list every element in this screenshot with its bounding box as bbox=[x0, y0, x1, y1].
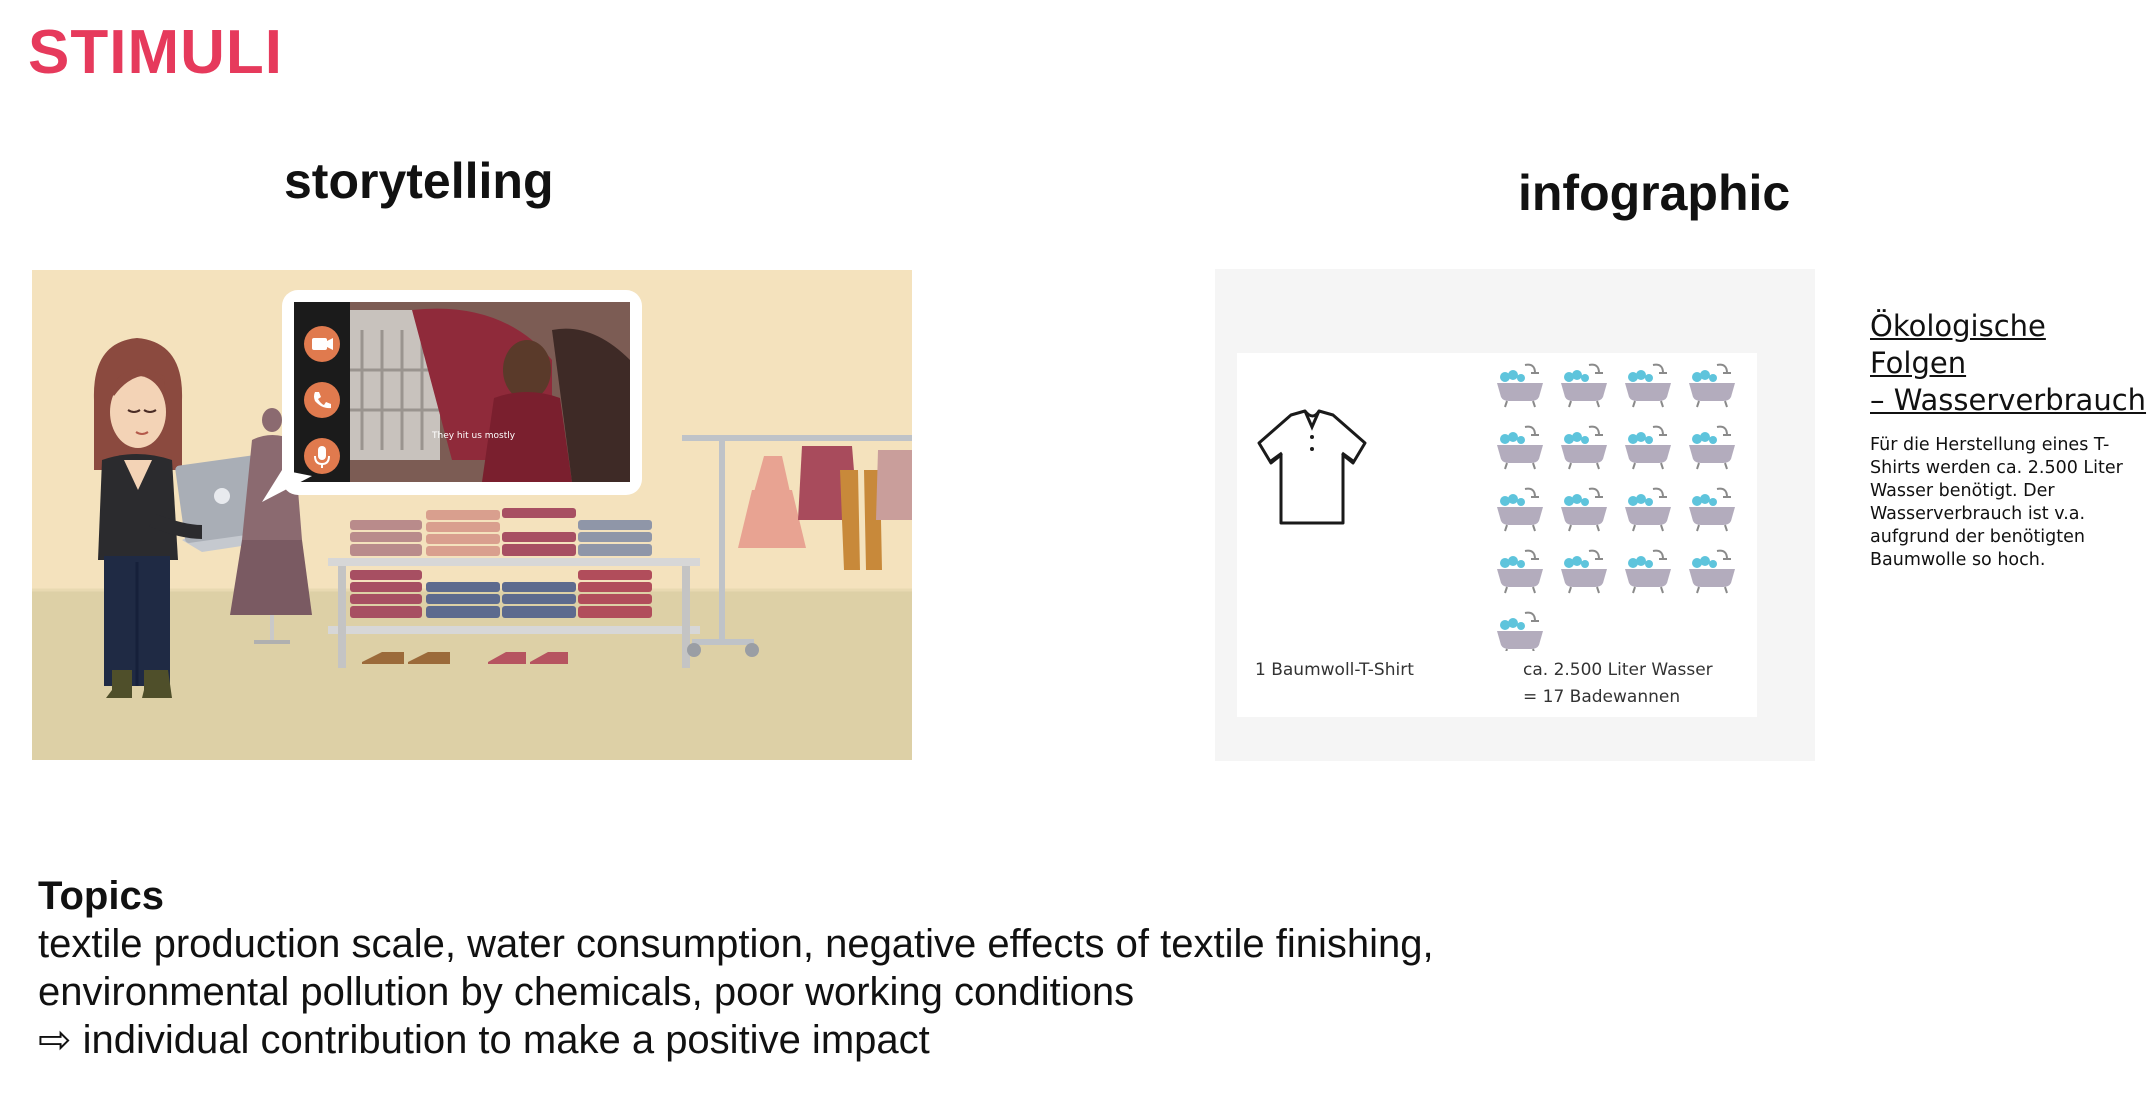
side-heading: Ökologische Folgen – Wasserverbrauch bbox=[1870, 308, 2150, 419]
water-caption-line2: = 17 Badewannen bbox=[1523, 687, 1681, 707]
bathtub-icon bbox=[1497, 425, 1543, 470]
video-call-button[interactable] bbox=[304, 326, 340, 362]
t-shirt-icon bbox=[1257, 409, 1367, 525]
bathtub-icon bbox=[1497, 363, 1543, 408]
side-text-line: Wasser benötigt. Der bbox=[1870, 481, 2055, 501]
side-heading-line2: – Wasserverbrauch bbox=[1870, 383, 2147, 417]
bathtub-icon bbox=[1689, 549, 1735, 594]
storytelling-illustration: They hit us mostly bbox=[32, 270, 912, 760]
topics-line3: ⇨ individual contribution to make a posi… bbox=[38, 1018, 930, 1062]
infographic-label: infographic bbox=[1518, 165, 1791, 221]
clothing-rack bbox=[682, 435, 912, 657]
bathtub-icon bbox=[1625, 363, 1671, 408]
bathtub-grid bbox=[1497, 363, 1735, 651]
infographic-panel: 1 Baumwoll-T-Shirt ca. 2.500 Liter Wasse… bbox=[1215, 269, 1815, 761]
microphone-icon bbox=[314, 446, 330, 468]
shirt-caption: 1 Baumwoll-T-Shirt bbox=[1255, 660, 1414, 680]
side-text-line: Für die Herstellung eines T- bbox=[1870, 435, 2110, 455]
storytelling-label: storytelling bbox=[284, 153, 554, 209]
phone-icon bbox=[314, 392, 331, 409]
topics-line2: environmental pollution by chemicals, po… bbox=[38, 970, 1135, 1014]
page-title: STIMULI bbox=[28, 18, 283, 87]
bathtub-icon bbox=[1561, 549, 1607, 594]
bathtub-icon bbox=[1497, 611, 1543, 651]
water-caption-line1: ca. 2.500 Liter Wasser bbox=[1523, 660, 1713, 680]
bathtub-icon bbox=[1497, 549, 1543, 594]
side-text-line: Baumwolle so hoch. bbox=[1870, 550, 2046, 570]
bathtub-icon bbox=[1689, 487, 1735, 532]
display-table bbox=[328, 508, 700, 668]
side-text-line: aufgrund der benötigten bbox=[1870, 527, 2085, 547]
bathtub-icon bbox=[1497, 487, 1543, 532]
infographic-card: 1 Baumwoll-T-Shirt ca. 2.500 Liter Wasse… bbox=[1237, 353, 1757, 717]
bathtub-icon bbox=[1625, 425, 1671, 470]
bathtub-icon bbox=[1625, 549, 1671, 594]
bathtub-icon bbox=[1561, 425, 1607, 470]
storytelling-video-frame[interactable]: They hit us mostly bbox=[32, 270, 912, 760]
microphone-button[interactable] bbox=[304, 438, 340, 474]
bathtub-icon bbox=[1561, 487, 1607, 532]
topics-line1: textile production scale, water consumpt… bbox=[38, 922, 1434, 966]
side-text: Für die Herstellung eines T- Shirts werd… bbox=[1870, 434, 2140, 572]
video-icon bbox=[312, 338, 333, 350]
bathtub-icon bbox=[1689, 363, 1735, 408]
video-call-window: They hit us mostly bbox=[262, 290, 642, 502]
side-heading-line1: Ökologische Folgen bbox=[1870, 309, 2046, 380]
video-subtitle: They hit us mostly bbox=[431, 431, 516, 441]
bathtub-icon bbox=[1561, 363, 1607, 408]
side-text-line: Wasserverbrauch ist v.a. bbox=[1870, 504, 2086, 524]
bathtub-icon bbox=[1625, 487, 1671, 532]
phone-call-button[interactable] bbox=[304, 382, 340, 418]
side-text-line: Shirts werden ca. 2.500 Liter bbox=[1870, 458, 2123, 478]
bathtub-icon bbox=[1689, 425, 1735, 470]
topics-heading: Topics bbox=[38, 874, 164, 918]
